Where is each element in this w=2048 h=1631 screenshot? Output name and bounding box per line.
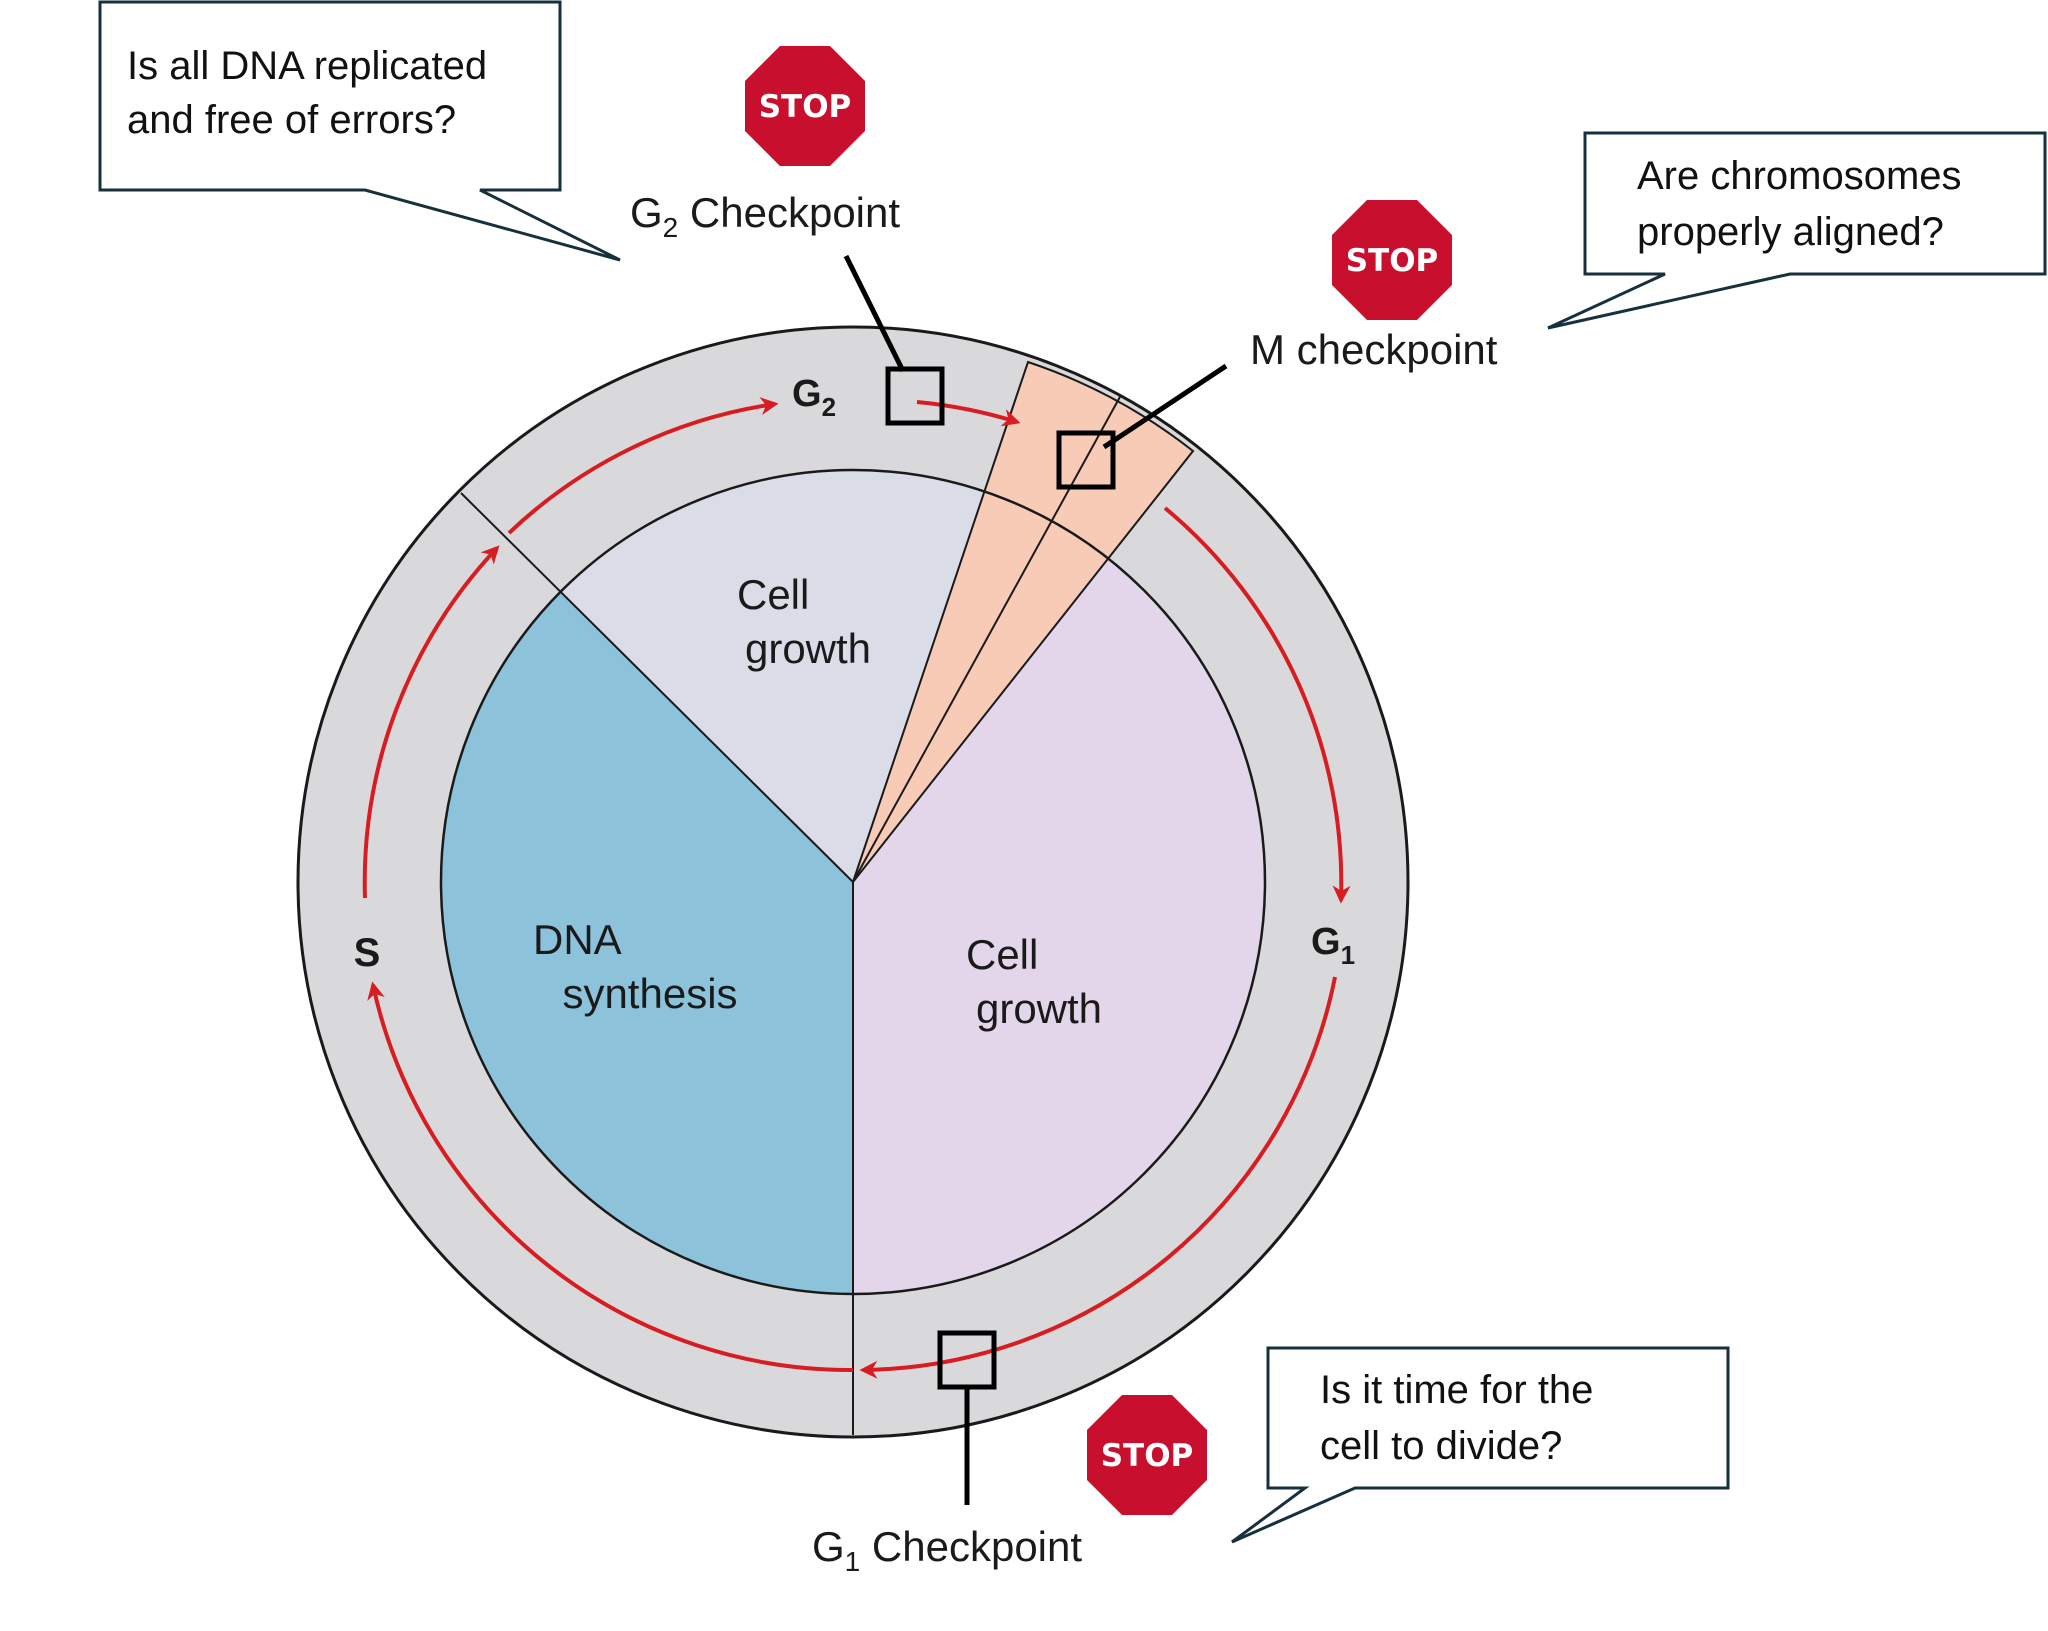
sector-label-g1-growth: Cell growth: [966, 931, 1102, 1032]
sector-cell-growth-g2: [560, 469, 993, 882]
stop-octagon: [1087, 1395, 1207, 1515]
callout-m-text: Are chromosomes properly aligned?: [1637, 154, 1973, 254]
callout-g2-text: Is all DNA replicated and free of errors…: [127, 44, 498, 142]
callout-m-bubble: [1547, 131, 2047, 330]
mitosis-divider: [852, 394, 1122, 883]
stop-text: STOP: [1101, 1438, 1194, 1474]
stop-sign-m: STOP: [1332, 200, 1452, 320]
sector-label-g2-growth: Cell growth: [737, 571, 871, 672]
stop-octagon: [1332, 200, 1452, 320]
callout-m: Are chromosomes properly aligned?: [1547, 131, 2047, 330]
m-checkpoint-box: [1056, 430, 1116, 490]
phase-label-g1: G1: [1311, 921, 1355, 970]
arrow-g2-to-m: [916, 400, 1021, 427]
stop-sign-g2: STOP: [745, 46, 865, 166]
sector-cell-growth-g1: [853, 559, 1264, 1294]
m-checkpoint-label: M checkpoint: [1250, 326, 1498, 373]
callout-g1-bubble: [1231, 1346, 1730, 1544]
arrow-g1-to-s: [859, 976, 1337, 1379]
phase-label-s: S: [354, 931, 381, 975]
sector-dna-synthesis: [440, 592, 853, 1295]
callout-g1: Is it time for the cell to divide?: [1231, 1346, 1730, 1544]
g2-checkpoint-label: G2 Checkpoint: [630, 189, 900, 243]
g2-checkpoint-leader: [843, 254, 906, 373]
g2-checkpoint-box: [885, 366, 945, 426]
g1-checkpoint-label: G1 Checkpoint: [812, 1523, 1082, 1577]
stop-octagon: [745, 46, 865, 166]
arrow-lower-s: [367, 981, 854, 1373]
stop-sign-g1: STOP: [1087, 1395, 1207, 1515]
phase-label-g2: G2: [792, 373, 836, 422]
stop-text: STOP: [1346, 243, 1439, 279]
callout-g2-bubble: [98, 0, 621, 262]
g1-checkpoint-box: [937, 1330, 997, 1390]
arrow-m-to-g1: [1163, 506, 1351, 904]
sector-mitosis: [852, 360, 1195, 883]
callout-g1-text: Is it time for the cell to divide?: [1320, 1368, 1605, 1468]
stop-text: STOP: [759, 89, 852, 125]
arrow-upper-s: [507, 397, 779, 535]
m-checkpoint-leader: [1102, 363, 1228, 450]
sector-label-dna: DNA synthesis: [533, 916, 738, 1017]
arrow-s-to-g2: [362, 545, 500, 899]
callout-g2: Is all DNA replicated and free of errors…: [98, 0, 621, 262]
divider-s-g2: [460, 492, 854, 883]
